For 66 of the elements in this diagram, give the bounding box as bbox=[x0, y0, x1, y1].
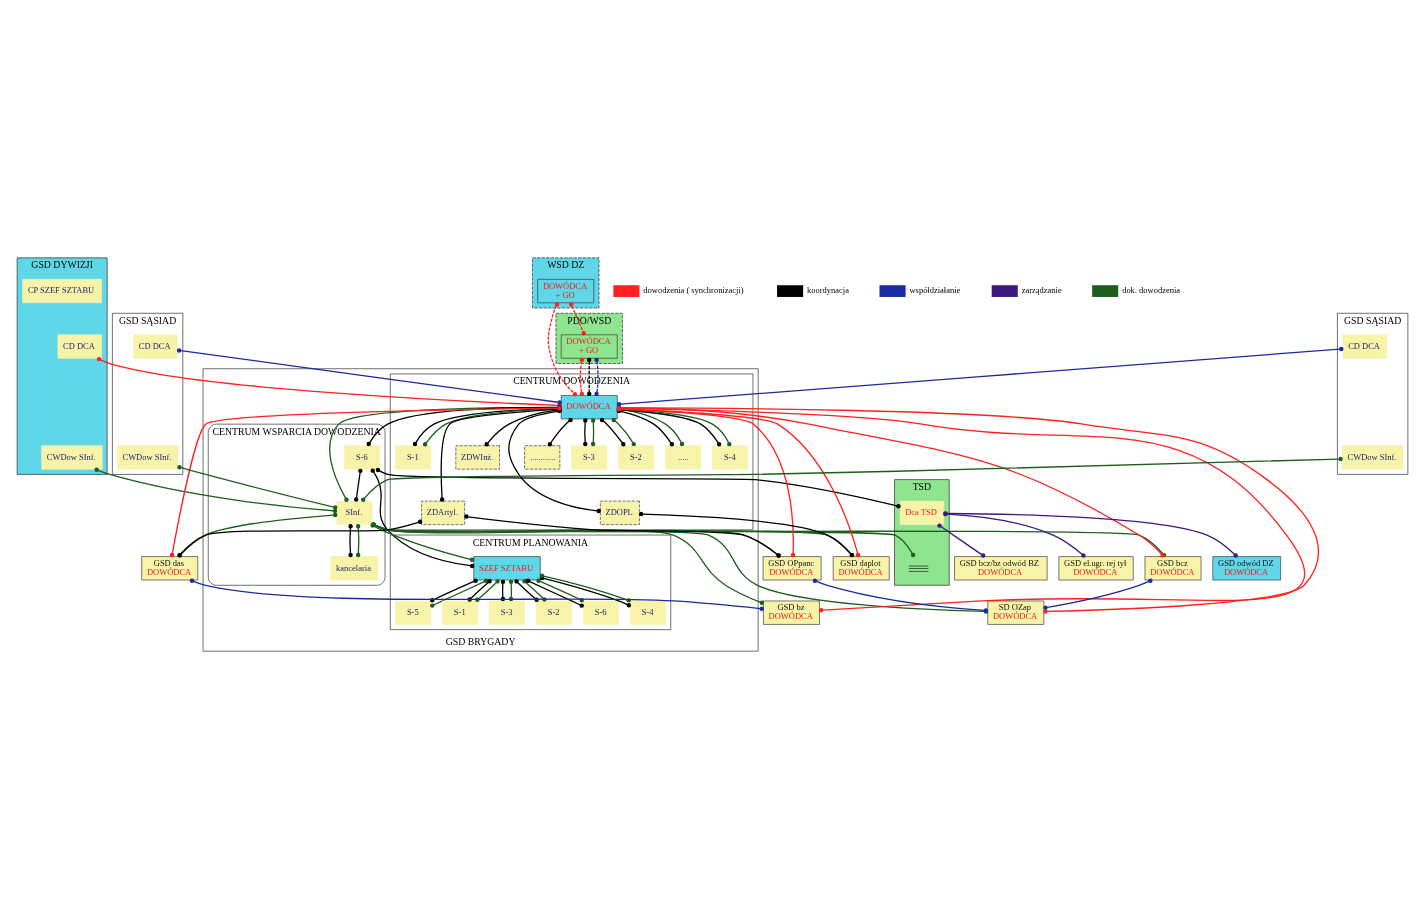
node-box: GSD daplot DOWÓDCA bbox=[832, 556, 890, 581]
connector bbox=[547, 417, 573, 447]
node-box: GSD bcz/bz odwód BZ DOWÓDCA bbox=[954, 556, 1048, 581]
node-box: S-1 bbox=[395, 445, 432, 470]
connector bbox=[355, 524, 361, 558]
node-box: CP SZEF SZTABU bbox=[22, 279, 102, 304]
node-box: S-5 bbox=[395, 600, 432, 625]
connector bbox=[590, 418, 596, 447]
connector bbox=[361, 456, 1343, 502]
node-box: CD DCA bbox=[133, 334, 178, 359]
node-box: DOWÓDCA + GO bbox=[537, 279, 595, 304]
connector bbox=[375, 467, 901, 509]
node-box: Dca TSD bbox=[899, 500, 945, 525]
connector bbox=[611, 417, 636, 447]
node-box: S-6 bbox=[583, 600, 619, 625]
node-box: S-2 bbox=[618, 445, 655, 470]
connector bbox=[464, 514, 781, 558]
node-box: CD DCA bbox=[57, 334, 102, 359]
node-box: ZDOPL bbox=[599, 500, 640, 525]
legend-label: dowodzenia ( synchronizacji) bbox=[643, 285, 744, 296]
connector bbox=[177, 465, 338, 510]
node-box: S-3 bbox=[571, 445, 608, 470]
node-box: SD OZap DOWÓDCA bbox=[987, 600, 1045, 625]
connector bbox=[594, 357, 599, 397]
node-box: S-6 bbox=[344, 445, 381, 470]
connector bbox=[587, 357, 592, 397]
connector bbox=[943, 511, 1086, 558]
node-box: GSD odwód DZ DOWÓDCA bbox=[1212, 556, 1281, 581]
legend-label: zarządzanie bbox=[1021, 285, 1062, 296]
node-box: ..... bbox=[665, 445, 702, 470]
connector bbox=[189, 578, 764, 611]
node-box: CWDow SInf. bbox=[116, 445, 179, 470]
node-box: DOWÓDCA + GO bbox=[560, 334, 618, 359]
node-box: S-1 bbox=[442, 600, 478, 625]
connector bbox=[94, 467, 338, 514]
node-box: ZDArtyl. bbox=[421, 500, 465, 525]
node-box: ............ bbox=[524, 445, 561, 470]
connector bbox=[547, 302, 578, 397]
connector bbox=[177, 512, 338, 558]
node-box: S-3 bbox=[489, 600, 525, 625]
node-box: CD DCA bbox=[1342, 334, 1387, 359]
node-box: GSD bz DOWÓDCA bbox=[763, 600, 820, 625]
connector bbox=[348, 524, 353, 558]
connector bbox=[569, 302, 586, 336]
connector bbox=[354, 468, 363, 502]
node-box: SInf. bbox=[336, 500, 373, 525]
connector bbox=[1043, 578, 1153, 610]
node-box: DOWÓDCA bbox=[560, 395, 618, 420]
node-box: CWDow SInf. bbox=[1342, 445, 1404, 470]
connector bbox=[579, 357, 585, 397]
connector bbox=[599, 417, 626, 447]
node-box: kancelaria bbox=[330, 556, 379, 581]
node-box: S-4 bbox=[630, 600, 666, 625]
node-box: GSD el.ugr. rej tył DOWÓDCA bbox=[1058, 556, 1134, 581]
legend-label: współdziałanie bbox=[909, 285, 961, 296]
legend-label: koordynacja bbox=[807, 285, 849, 296]
connector bbox=[638, 511, 854, 558]
connector bbox=[176, 348, 562, 405]
connector bbox=[583, 418, 588, 447]
legend-label: dok. dowodzenia bbox=[1122, 285, 1181, 296]
node-box: ZDWInż. bbox=[455, 445, 500, 470]
node-box: S-4 bbox=[712, 445, 749, 470]
node-box: S-2 bbox=[536, 600, 572, 625]
connector bbox=[616, 346, 1344, 407]
connector bbox=[937, 523, 986, 558]
connector bbox=[177, 519, 423, 558]
